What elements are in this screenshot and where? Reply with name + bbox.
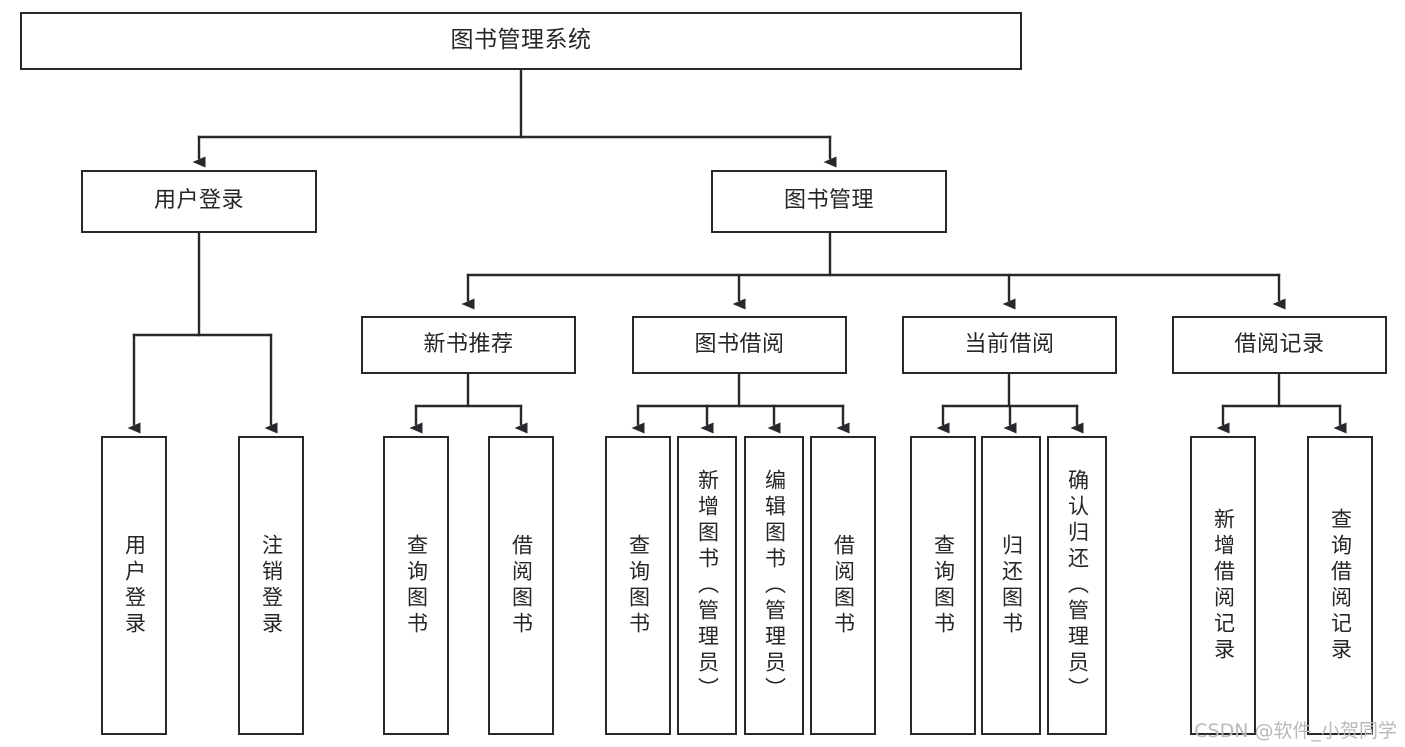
node-leaf-query-record-label: 查询借阅记录	[1328, 507, 1353, 664]
node-leaf-query-book-1[interactable]: 查询图书	[383, 436, 449, 735]
node-leaf-edit-book-label: 编辑图书（管理员）	[762, 468, 787, 703]
node-leaf-return-book[interactable]: 归还图书	[981, 436, 1041, 735]
node-leaf-edit-book[interactable]: 编辑图书（管理员）	[744, 436, 804, 735]
node-new-book-recommend-label: 新书推荐	[423, 331, 514, 357]
node-book-manage-label: 图书管理	[783, 188, 874, 214]
node-user-login[interactable]: 用户登录	[81, 170, 317, 233]
node-root[interactable]: 图书管理系统	[20, 12, 1022, 70]
node-leaf-borrow-book-1-label: 借阅图书	[509, 533, 534, 638]
node-leaf-add-book-label: 新增图书（管理员）	[695, 468, 720, 703]
node-leaf-borrow-book-2-label: 借阅图书	[831, 533, 856, 638]
node-leaf-query-record[interactable]: 查询借阅记录	[1307, 436, 1373, 735]
node-leaf-add-record-label: 新增借阅记录	[1211, 507, 1236, 664]
node-leaf-user-logout[interactable]: 注销登录	[238, 436, 304, 735]
node-leaf-confirm-return[interactable]: 确认归还（管理员）	[1047, 436, 1107, 735]
node-leaf-borrow-book-2[interactable]: 借阅图书	[810, 436, 876, 735]
node-book-manage[interactable]: 图书管理	[711, 170, 947, 233]
node-current-borrow-label: 当前借阅	[964, 331, 1055, 357]
csdn-watermark: CSDN @软件_小贺同学	[1194, 720, 1397, 742]
node-leaf-query-book-3-label: 查询图书	[931, 533, 956, 638]
node-user-login-label: 用户登录	[153, 188, 244, 214]
node-leaf-user-logout-label: 注销登录	[259, 533, 284, 638]
node-leaf-add-book[interactable]: 新增图书（管理员）	[677, 436, 737, 735]
node-book-borrow-label: 图书借阅	[694, 331, 785, 357]
node-leaf-user-login-label: 用户登录	[122, 533, 147, 638]
node-leaf-add-record[interactable]: 新增借阅记录	[1190, 436, 1256, 735]
node-leaf-confirm-return-label: 确认归还（管理员）	[1065, 468, 1090, 703]
node-leaf-borrow-book-1[interactable]: 借阅图书	[488, 436, 554, 735]
node-new-book-recommend[interactable]: 新书推荐	[361, 316, 576, 374]
node-leaf-return-book-label: 归还图书	[999, 533, 1024, 638]
node-root-label: 图书管理系统	[450, 27, 592, 54]
node-current-borrow[interactable]: 当前借阅	[902, 316, 1117, 374]
node-book-borrow[interactable]: 图书借阅	[632, 316, 847, 374]
node-leaf-query-book-1-label: 查询图书	[404, 533, 429, 638]
node-leaf-query-book-3[interactable]: 查询图书	[910, 436, 976, 735]
node-leaf-query-book-2[interactable]: 查询图书	[605, 436, 671, 735]
node-leaf-query-book-2-label: 查询图书	[626, 533, 651, 638]
node-borrow-record-label: 借阅记录	[1234, 331, 1325, 357]
node-borrow-record[interactable]: 借阅记录	[1172, 316, 1387, 374]
node-leaf-user-login[interactable]: 用户登录	[101, 436, 167, 735]
